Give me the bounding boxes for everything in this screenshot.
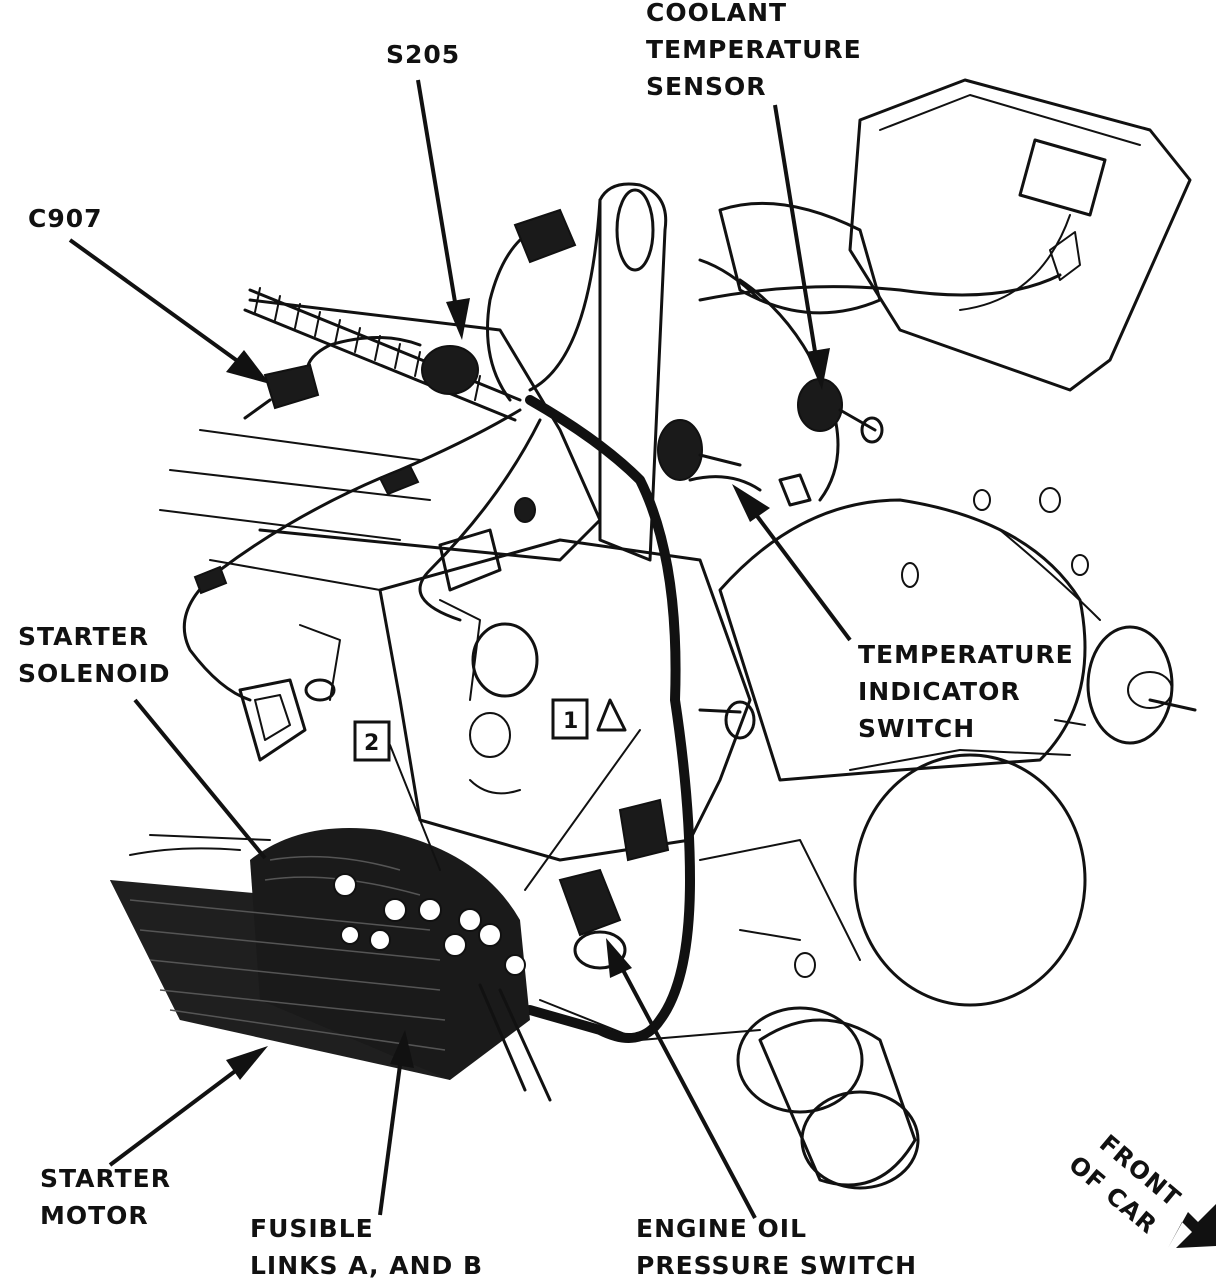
s205-label: S205 xyxy=(386,40,461,69)
callout-box-2-text: 2 xyxy=(364,731,379,756)
temperature-indicator-switch-label: TEMPERATURE INDICATOR SWITCH xyxy=(858,640,1074,743)
front-of-car-label: FRONT OF CAR xyxy=(1063,1129,1186,1240)
starter-motor-label: STARTER MOTOR xyxy=(40,1164,171,1230)
starter-solenoid-label: STARTER SOLENOID xyxy=(18,622,171,688)
fusible-links-label: FUSIBLE LINKS A, AND B xyxy=(250,1214,484,1280)
arrow-down-right-icon xyxy=(1168,1204,1216,1248)
engine-oil-pressure-switch-label: ENGINE OIL PRESSURE SWITCH xyxy=(636,1214,918,1280)
engine-block-outline xyxy=(159,78,1197,1190)
wiring-harness xyxy=(182,198,1062,1043)
callout-box-2: 2 xyxy=(353,720,391,762)
starter-motor-graphic xyxy=(110,828,552,1102)
callout-box-1: 1 xyxy=(551,698,589,740)
callout-triangle xyxy=(596,698,627,732)
c907-label: C907 xyxy=(28,204,103,233)
callout-box-1-text: 1 xyxy=(563,709,578,734)
coolant-temperature-sensor-label: COOLANT TEMPERATURE SENSOR xyxy=(646,0,862,101)
leader-lines xyxy=(68,79,852,1219)
